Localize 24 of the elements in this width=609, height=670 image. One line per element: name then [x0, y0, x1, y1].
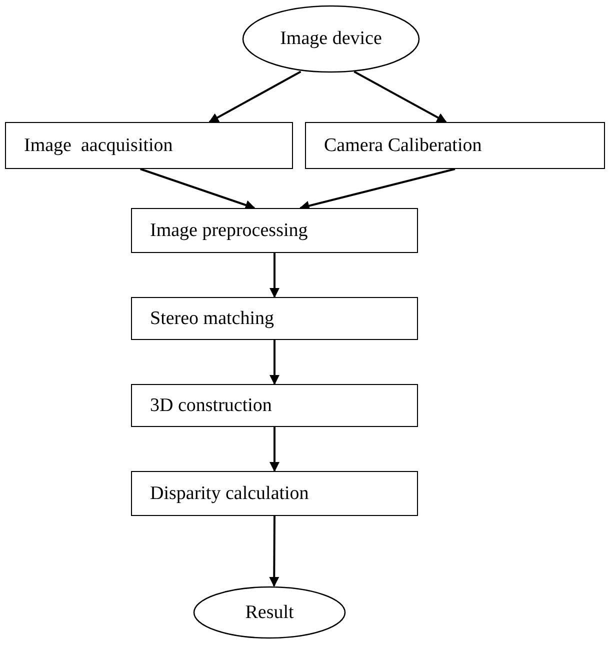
process-box	[131, 297, 418, 340]
arrow	[270, 340, 280, 385]
node-label: Image preprocessing	[150, 218, 308, 242]
node-label: Image aacquisition	[24, 134, 173, 158]
node-label: 3D construction	[150, 394, 272, 418]
arrow	[270, 427, 280, 472]
arrow	[208, 70, 302, 123]
node-label: Result	[245, 600, 294, 624]
process-box	[5, 122, 293, 169]
terminal-ellipse	[242, 5, 420, 73]
process-box	[305, 122, 605, 169]
arrow	[269, 516, 280, 587]
process-box	[131, 384, 418, 427]
node-label: Disparity calculation	[150, 482, 309, 506]
arrow	[270, 253, 280, 298]
node-label: Stereo matching	[150, 306, 274, 330]
arrow	[354, 70, 447, 123]
node-label: Image device	[280, 27, 382, 51]
node-label: Camera Caliberation	[324, 134, 482, 158]
process-box	[131, 208, 418, 253]
process-box	[131, 471, 418, 516]
terminal-ellipse	[193, 586, 346, 639]
arrow	[299, 168, 456, 211]
arrow	[140, 168, 256, 210]
